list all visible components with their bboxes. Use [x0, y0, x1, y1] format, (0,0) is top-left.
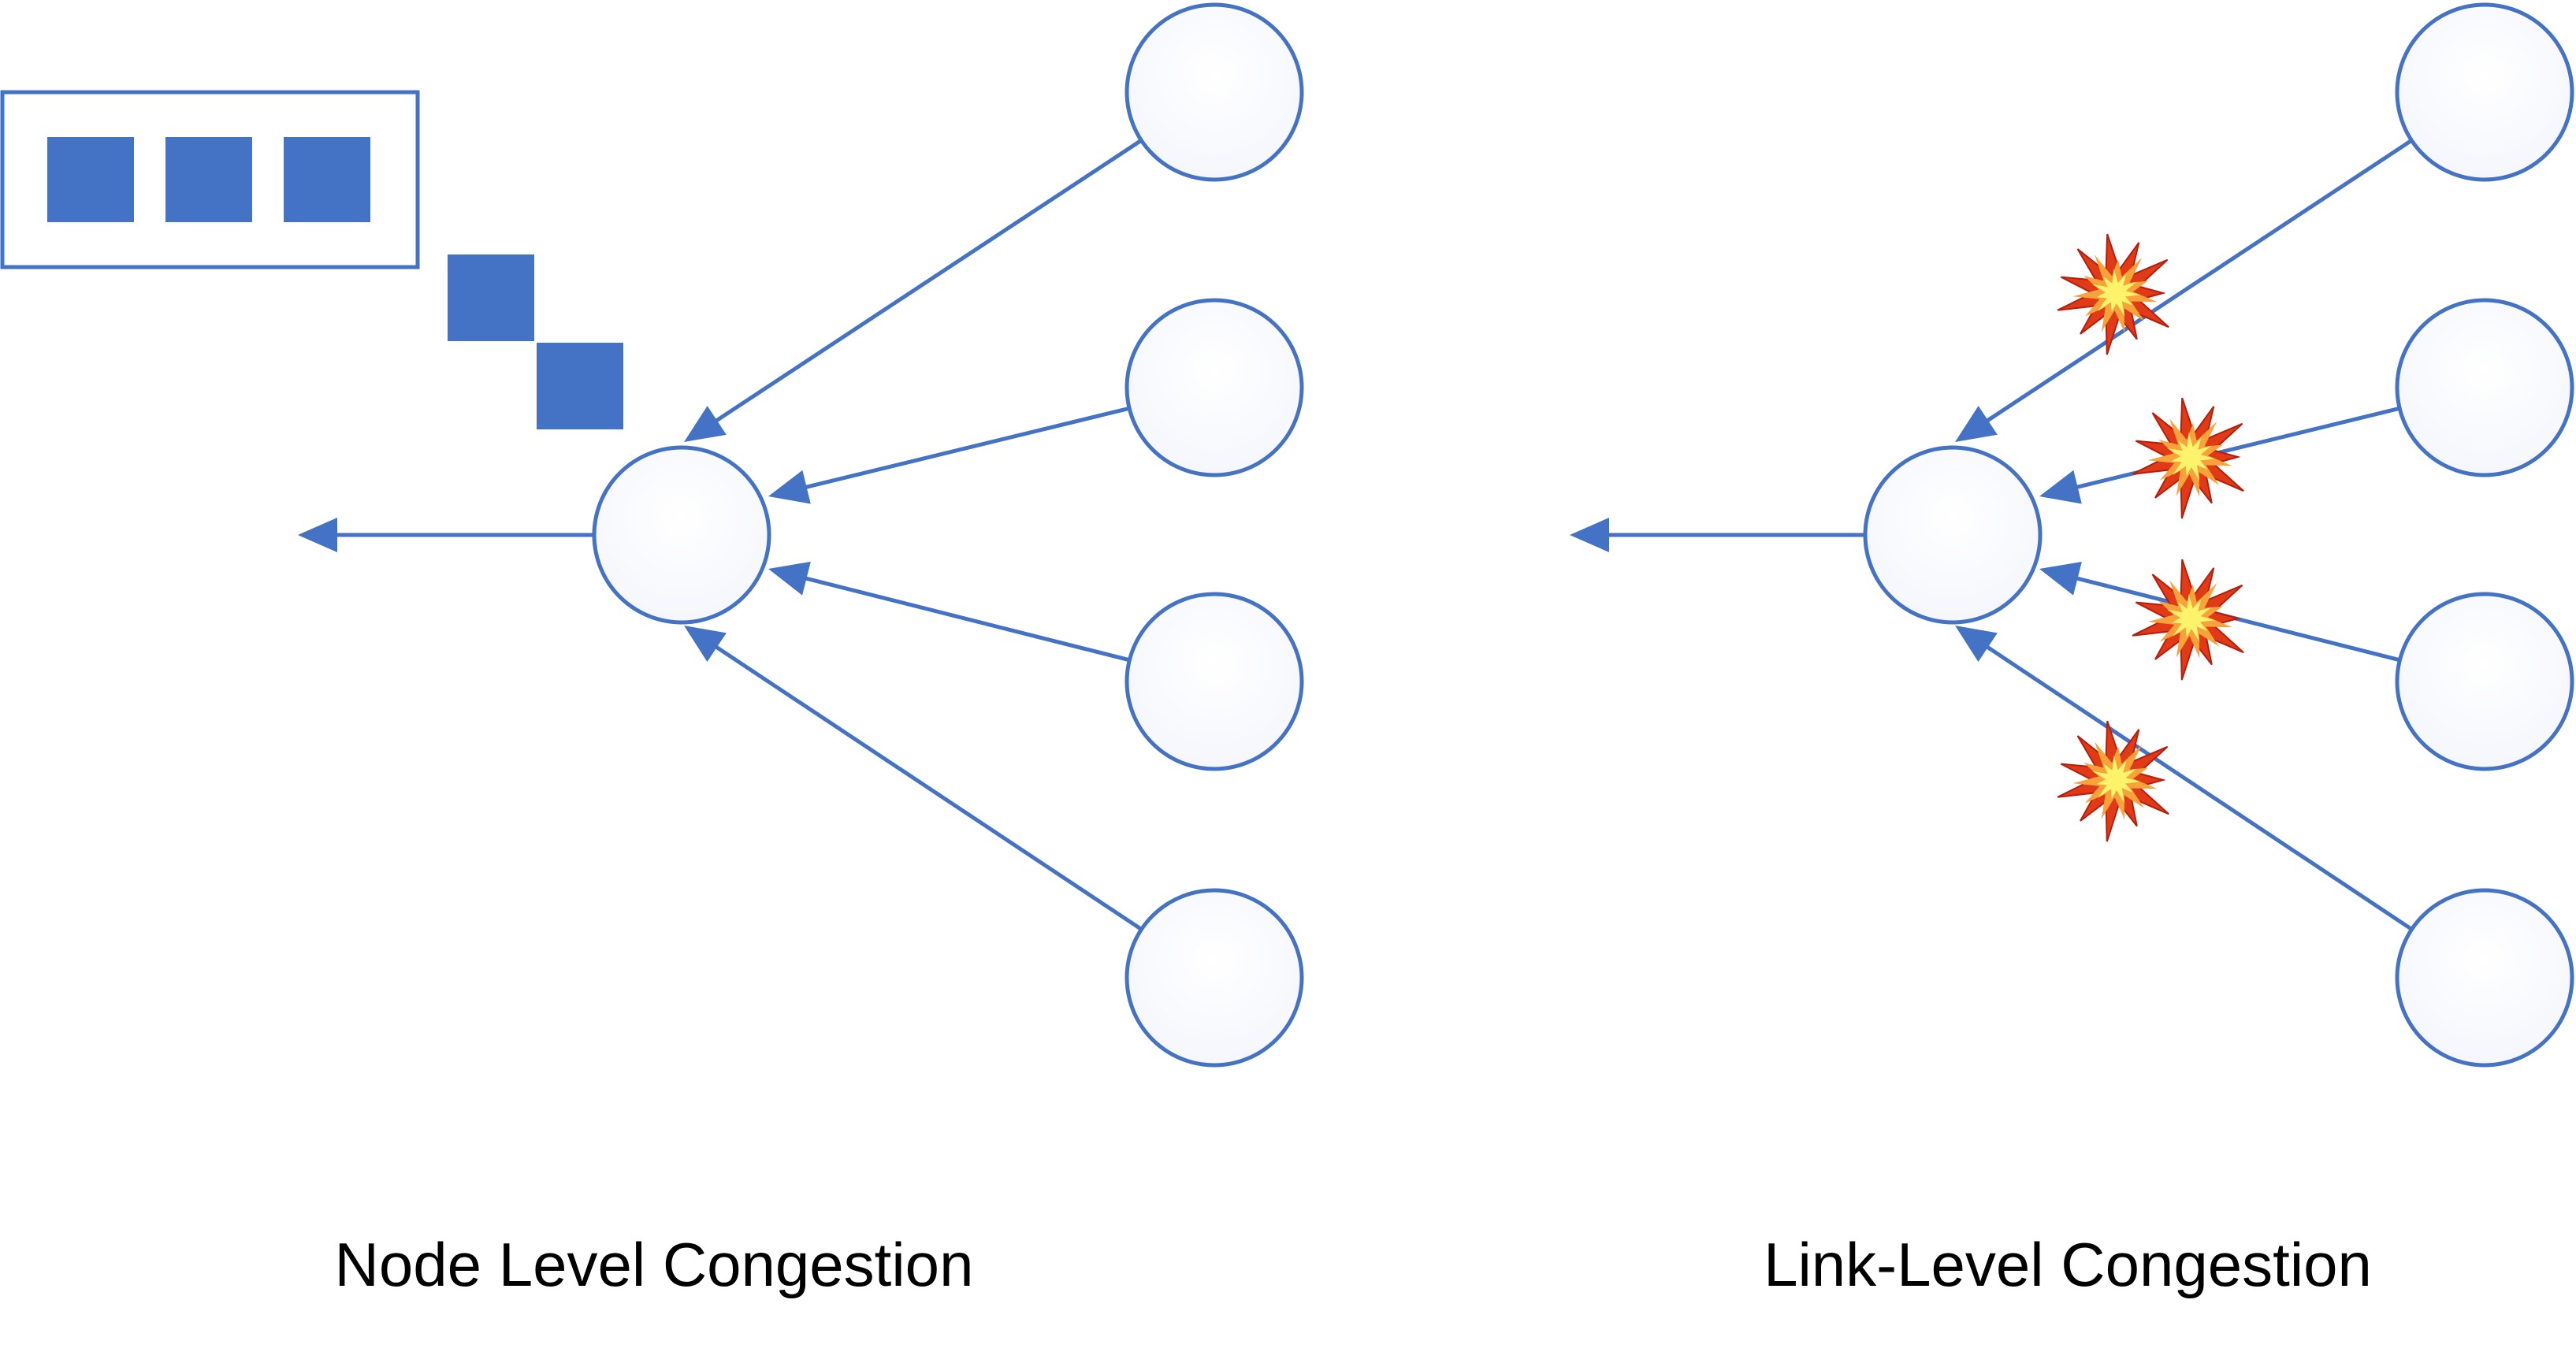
left-output-arrow-head	[298, 518, 337, 552]
collision-burst-icon-4-layer-2	[2092, 756, 2141, 804]
node-level-caption: Node Level Congestion	[334, 1230, 974, 1299]
right-input-arrow-1-head	[1955, 406, 1998, 442]
collision-burst-icon-3	[2132, 559, 2244, 681]
right-center-node	[1863, 445, 2043, 625]
collision-burst-icon-2	[2132, 397, 2244, 519]
collision-burst-icon-1	[2057, 233, 2169, 355]
collision-burst-icon-1-layer-2	[2092, 269, 2141, 317]
dequeued-packet-1	[448, 254, 534, 341]
left-input-arrow-3-line	[802, 575, 1130, 663]
left-input-arrow-4-head	[684, 626, 727, 662]
queued-packet-3	[284, 137, 370, 222]
left-leaf-node-3	[1124, 592, 1304, 771]
left-center-node	[592, 445, 771, 625]
left-input-arrow-3-head	[768, 561, 811, 596]
collision-burst-icon-2-layer-2	[2167, 433, 2216, 481]
dequeued-packet-2	[537, 343, 623, 429]
right-leaf-node-3	[2395, 592, 2574, 771]
queued-packet-1	[47, 137, 134, 222]
right-leaf-node-1	[2395, 2, 2574, 182]
left-input-arrow-1-head	[684, 406, 727, 442]
right-output-arrow-head	[1570, 518, 1609, 552]
left-input-arrow-1-line	[713, 139, 1143, 424]
right-input-arrow-2-head	[2039, 470, 2082, 504]
left-leaf-node-4	[1124, 888, 1304, 1068]
right-input-arrow-4-head	[1955, 626, 1998, 663]
left-leaf-node-2	[1124, 298, 1304, 477]
right-input-arrow-4-line	[1983, 644, 2413, 931]
right-input-arrow-1-line	[1984, 139, 2413, 424]
right-leaf-node-2	[2395, 298, 2574, 477]
collision-burst-icon-3-layer-2	[2167, 594, 2216, 642]
collision-burst-icon-4	[2057, 720, 2169, 842]
link-level-caption: Link-Level Congestion	[1764, 1230, 2372, 1299]
right-leaf-node-4	[2395, 888, 2574, 1068]
right-input-arrow-2-line	[2074, 406, 2400, 490]
left-leaf-node-1	[1124, 2, 1304, 182]
right-input-arrow-3-head	[2039, 561, 2082, 596]
left-input-arrow-4-line	[712, 644, 1143, 931]
queued-packet-2	[165, 137, 252, 222]
left-input-arrow-2-line	[803, 406, 1130, 490]
left-input-arrow-2-head	[768, 470, 811, 504]
